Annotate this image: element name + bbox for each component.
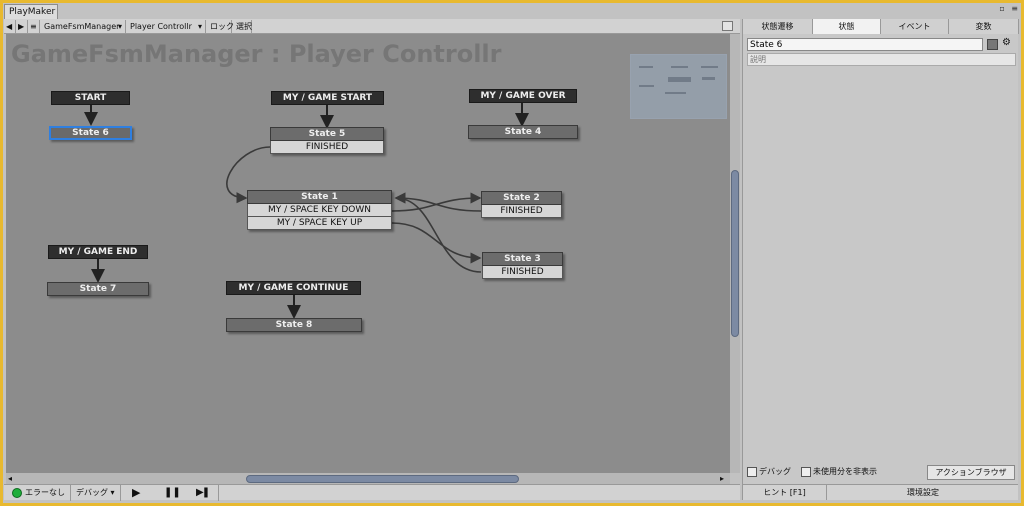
menu-icon[interactable]: ≡ [28, 20, 40, 33]
fsm-name-dropdown[interactable]: Player Controllr ▾ [126, 20, 206, 33]
tab-transitions[interactable]: 状態遷移 [743, 19, 813, 34]
minimap-node [668, 77, 691, 82]
state-4-node[interactable]: State 4 [468, 125, 578, 139]
tab-state[interactable]: 状態 [813, 19, 881, 34]
description-field[interactable] [747, 53, 1016, 66]
divider [218, 485, 219, 501]
state-5-finished-transition[interactable]: FINISHED [270, 141, 384, 154]
state-1-node[interactable]: State 1 [247, 190, 392, 204]
fsm-owner-label: GameFsmManager [44, 22, 120, 31]
event-game-end[interactable]: MY / GAME END [48, 245, 148, 259]
hide-unused-checkbox[interactable]: 未使用分を非表示 [801, 466, 877, 478]
s3-finished-link [394, 192, 482, 273]
hide-unused-label: 未使用分を非表示 [813, 467, 877, 476]
checkbox-icon [801, 466, 811, 477]
minimap-node [665, 92, 686, 94]
event-game-continue[interactable]: MY / GAME CONTINUE [226, 281, 361, 295]
error-status-label[interactable]: エラーなし [25, 488, 65, 497]
hint-button[interactable]: ヒント [F1] [743, 485, 827, 500]
dropdown-arrow-icon: ▾ [110, 488, 115, 497]
graph-minimap[interactable] [630, 54, 727, 119]
fsm-title: GameFsmManager : Player Controllr [11, 40, 502, 68]
select-button[interactable]: 選択 [232, 20, 252, 33]
event-game-over[interactable]: MY / GAME OVER [469, 89, 577, 103]
tab-events[interactable]: イベント [881, 19, 949, 34]
window-tab[interactable]: PlayMaker [4, 4, 58, 19]
forward-button[interactable]: ▶ [16, 20, 28, 33]
window-menu-buttons[interactable]: ▫ ≡ [999, 4, 1020, 13]
back-button[interactable]: ◀ [4, 20, 16, 33]
debug-checkbox[interactable]: デバッグ [747, 466, 791, 478]
scroll-left-icon[interactable]: ◂ [8, 474, 13, 483]
playback-toolbar: エラーなし デバッグ ▾ ▶ ❚❚ ▶❚ [4, 484, 740, 501]
fsm-graph-canvas[interactable]: GameFsmManager : Player Controllr START … [6, 34, 730, 473]
minimap-node [639, 85, 654, 87]
state-2-node[interactable]: State 2 [481, 191, 562, 205]
state-1-space-down-transition[interactable]: MY / SPACE KEY DOWN [247, 204, 392, 217]
minimap-node [701, 66, 718, 68]
divider [120, 485, 121, 501]
tab-variables[interactable]: 変数 [949, 19, 1019, 34]
state-3-finished-transition[interactable]: FINISHED [482, 266, 563, 279]
fsm-name-label: Player Controllr [130, 22, 192, 31]
graph-toolbar: ◀ ▶ ≡ GameFsmManager ▾ Player Controllr … [4, 19, 740, 34]
state-name-input[interactable] [747, 38, 983, 51]
inspector-panel: 状態遷移 状態 イベント 変数 ⚙ デバッグ 未使用分を非表示 アクションブラウ… [742, 19, 1019, 484]
minimap-toggle-icon[interactable] [722, 21, 733, 31]
play-icon[interactable]: ▶ [132, 486, 141, 499]
minimap-node [702, 77, 715, 80]
state-color-swatch[interactable] [987, 39, 998, 50]
preferences-button[interactable]: 環境設定 [907, 488, 939, 497]
dropdown-arrow-icon: ▾ [117, 22, 122, 31]
state-1-space-up-transition[interactable]: MY / SPACE KEY UP [247, 217, 392, 230]
step-icon[interactable]: ▶❚ [196, 487, 210, 498]
checkbox-icon [747, 466, 757, 477]
horizontal-scrollbar[interactable]: ◂ ▸ [6, 473, 730, 484]
state-5-node[interactable]: State 5 [270, 127, 384, 141]
s2-finished-link [394, 192, 482, 212]
state-2-finished-transition[interactable]: FINISHED [481, 205, 562, 218]
action-browser-button[interactable]: アクションブラウザ [927, 465, 1015, 480]
dropdown-arrow-icon: ▾ [197, 22, 202, 31]
transition-links [84, 102, 529, 319]
vertical-scrollbar[interactable] [730, 34, 740, 473]
divider [70, 485, 71, 501]
state-7-node[interactable]: State 7 [47, 282, 149, 296]
status-ok-icon [12, 488, 22, 498]
state-6-node[interactable]: State 6 [49, 126, 132, 140]
inspector-footer: ヒント [F1] 環境設定 [742, 484, 1018, 500]
vertical-scroll-thumb[interactable] [731, 170, 739, 337]
event-game-start[interactable]: MY / GAME START [271, 91, 384, 105]
horizontal-scroll-thumb[interactable] [246, 475, 519, 483]
s5-finished-link [226, 146, 271, 204]
gear-icon[interactable]: ⚙ [1002, 37, 1011, 48]
event-start[interactable]: START [51, 91, 130, 105]
pause-icon[interactable]: ❚❚ [164, 487, 181, 498]
minimap-node [671, 66, 688, 68]
debug-checkbox-label: デバッグ [759, 467, 791, 476]
debug-dropdown[interactable]: デバッグ ▾ [76, 487, 115, 499]
state-8-node[interactable]: State 8 [226, 318, 362, 332]
fsm-owner-dropdown[interactable]: GameFsmManager ▾ [40, 20, 126, 33]
minimap-node [639, 66, 653, 68]
scroll-right-icon[interactable]: ▸ [720, 474, 725, 483]
state-3-node[interactable]: State 3 [482, 252, 563, 266]
s1-up-link [391, 222, 482, 264]
debug-dropdown-label: デバッグ [76, 488, 108, 497]
lock-button[interactable]: ロック [206, 20, 234, 33]
